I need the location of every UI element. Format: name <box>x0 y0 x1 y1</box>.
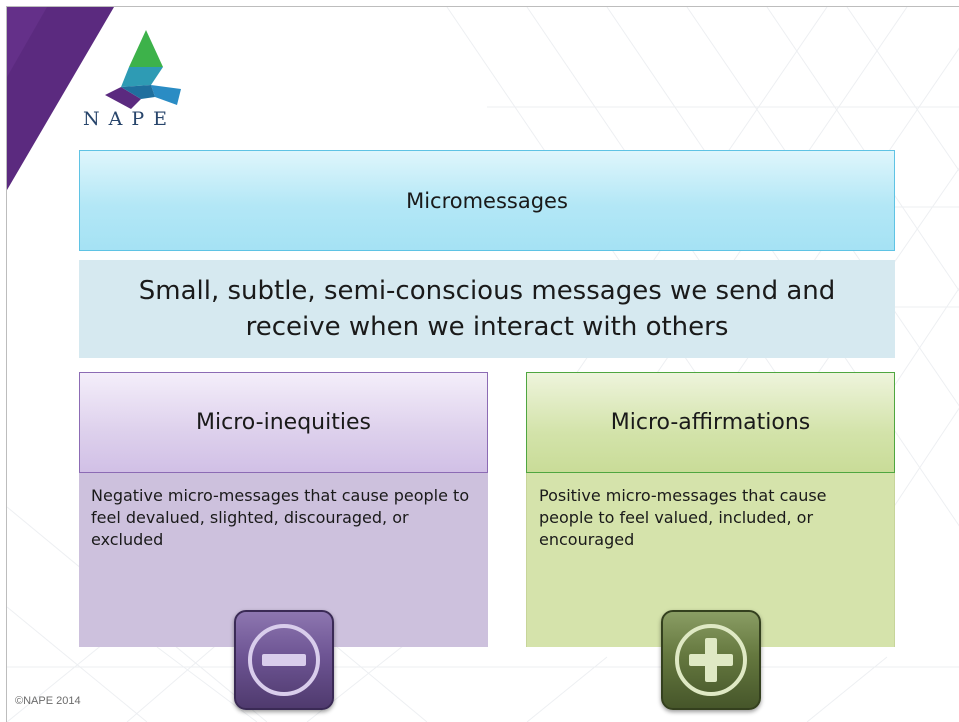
micro-affirmations-header: Micro-affirmations <box>526 372 895 473</box>
micro-inequities-heading: Micro-inequities <box>196 410 371 435</box>
micro-affirmations-heading: Micro-affirmations <box>610 410 811 435</box>
minus-icon <box>248 624 320 696</box>
definition-box: Small, subtle, semi-conscious messages w… <box>79 260 895 358</box>
plus-badge <box>661 610 761 710</box>
micro-affirmations-body: Positive micro-messages that cause peopl… <box>526 473 895 647</box>
title-text: Micromessages <box>406 188 568 213</box>
nape-logo-icon <box>105 30 181 109</box>
definition-text: Small, subtle, semi-conscious messages w… <box>138 276 836 342</box>
slide: NAPE Micromessages Small, subtle, semi-c… <box>6 6 959 722</box>
micro-inequities-header: Micro-inequities <box>79 372 488 473</box>
nape-logo-text: NAPE <box>83 108 176 130</box>
micro-inequities-description: Negative micro-messages that cause peopl… <box>91 486 470 549</box>
corner-accent <box>7 7 114 190</box>
minus-badge <box>234 610 334 710</box>
micro-affirmations-description: Positive micro-messages that cause peopl… <box>539 486 827 549</box>
plus-icon <box>675 624 747 696</box>
title-box: Micromessages <box>79 150 895 251</box>
copyright-footer: ©NAPE 2014 <box>15 695 81 707</box>
